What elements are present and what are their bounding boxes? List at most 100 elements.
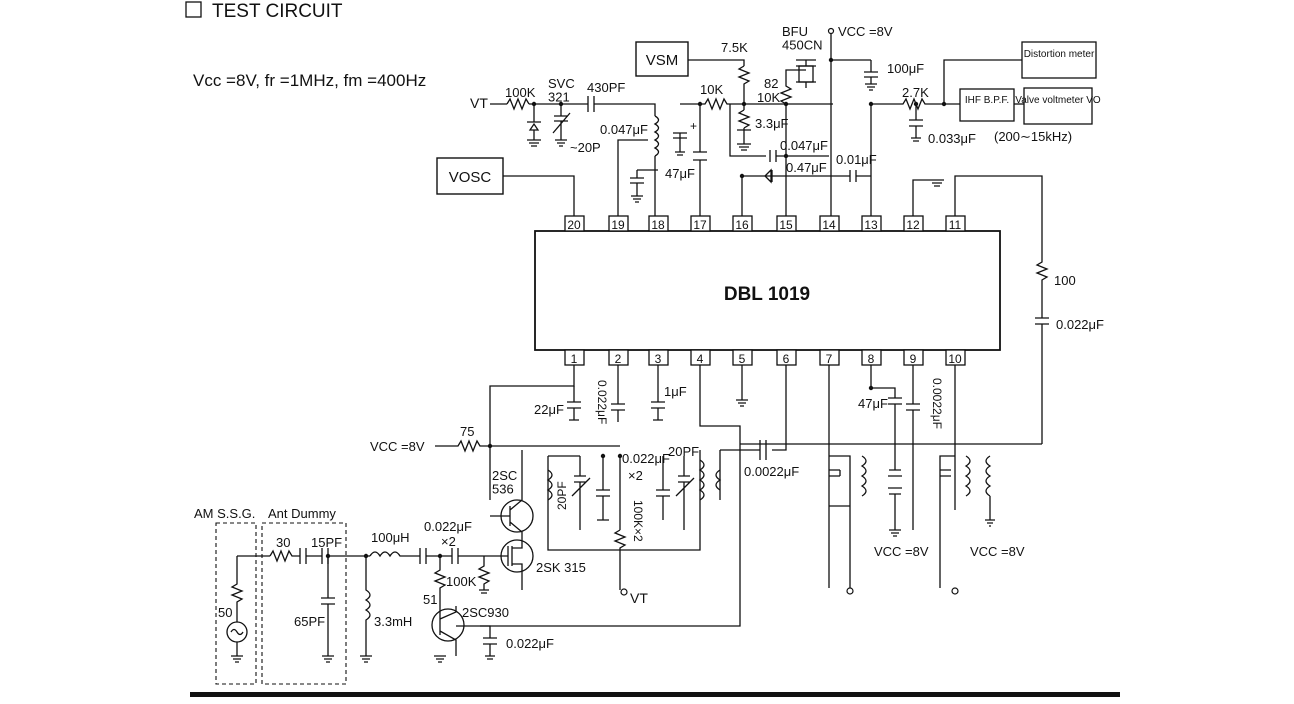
label-2-7k: 2.7K — [902, 85, 929, 100]
resistor-50 — [230, 556, 244, 622]
ground-icon — [889, 529, 901, 537]
resistor-2-7k — [870, 97, 960, 216]
vsm-box — [635, 41, 689, 77]
ant-dummy-chain — [269, 548, 370, 564]
cap-47uf-top — [673, 132, 687, 156]
label-0022-pin2: 0.022μF — [595, 380, 609, 424]
junction-dot — [558, 101, 564, 107]
am-ssg-box — [215, 522, 257, 685]
coil-mixer-c — [715, 469, 722, 491]
wire-pin20 — [503, 175, 575, 216]
pin-label: 3 — [655, 352, 662, 366]
junction-dot — [617, 453, 623, 459]
cap-47uf-17 — [693, 104, 707, 216]
label-100uf: 100μF — [887, 61, 924, 76]
label-047-c: 0.47μF — [786, 160, 827, 175]
pin-label: 6 — [783, 352, 790, 366]
pin-label: 5 — [739, 352, 746, 366]
wire-pin1 — [489, 365, 575, 500]
pin-label: 18 — [651, 218, 665, 232]
junction-dot — [600, 453, 606, 459]
cap-pin2 — [611, 365, 625, 422]
label-0022-right: 0.022μF — [1056, 317, 1104, 332]
pin-label: 12 — [906, 218, 920, 232]
ihf-bpf-label: IHF B.P.F. — [965, 95, 1009, 106]
label-0022-pin9: 0.0022μF — [930, 378, 944, 429]
resistor-10k-b — [737, 104, 751, 129]
bottom-rule — [190, 692, 1120, 697]
coil-osc — [653, 115, 660, 157]
junction-dot — [783, 153, 789, 159]
label-20pf-b: 20PF — [668, 444, 699, 459]
ic-body — [534, 230, 1001, 351]
transistor-2sc930-leads — [434, 606, 457, 663]
resistor-bias — [477, 556, 491, 594]
label-x2-a: ×2 — [628, 468, 643, 483]
pin-label: 15 — [779, 218, 793, 232]
cap-3-3uf — [737, 128, 751, 144]
ihf-bpf-box — [959, 88, 1015, 122]
pin-14 — [819, 215, 840, 232]
pin-label: 11 — [949, 218, 962, 232]
caps-ant-x2 — [419, 548, 490, 564]
junction-dot — [868, 385, 874, 391]
resistor-100k-top — [506, 97, 530, 111]
junction-dot — [325, 553, 331, 559]
label-0022-bot: 0.022μF — [506, 636, 554, 651]
pin-label: 20 — [567, 218, 581, 232]
junction-dot — [487, 443, 493, 449]
pin-label: 8 — [868, 352, 875, 366]
junction-dot — [941, 101, 947, 107]
cap-47uf-pin8 — [870, 365, 902, 420]
terminal-pin7 — [846, 587, 854, 595]
label-vcc-top: VCC =8V — [838, 24, 893, 39]
cap-100uf — [864, 60, 878, 91]
junction-dot — [739, 173, 745, 179]
wire-pin19 — [617, 139, 648, 216]
label-10k-b: 10K — [757, 90, 780, 105]
coil-mixer-a — [546, 469, 553, 501]
terminal-pin10 — [951, 587, 959, 595]
label-51: 51 — [423, 592, 437, 607]
label-50: 50 — [218, 605, 232, 620]
page-title: TEST CIRCUIT — [212, 1, 343, 22]
resistor-100k-bot — [433, 556, 447, 610]
bfu-plates — [796, 59, 816, 88]
label-ant-dummy: Ant Dummy — [268, 506, 336, 521]
title-checkbox-icon — [185, 1, 202, 18]
junction-dot — [531, 101, 537, 107]
label-430pf: 430PF — [587, 80, 625, 95]
wire-pin4 — [480, 365, 741, 627]
cap-22uf — [567, 386, 581, 421]
junction-dot — [741, 101, 747, 107]
cap-0033 — [909, 104, 923, 142]
trimmer-20p — [552, 104, 571, 140]
cap-65pf — [321, 556, 335, 663]
pin-label: 4 — [697, 352, 704, 366]
valve-voltmeter-box — [1023, 87, 1093, 125]
ground-icon — [985, 519, 995, 527]
label-10k-a: 10K — [700, 82, 723, 97]
junction-dot — [913, 101, 919, 107]
junction-dot — [828, 57, 834, 63]
pin-18 — [648, 215, 669, 232]
vcc-terminal-top — [827, 27, 835, 35]
cap-mid-a — [596, 456, 610, 521]
cap-mid-b — [656, 456, 670, 520]
wire-pin18 — [654, 156, 658, 216]
resistor-100kx2 — [613, 456, 627, 590]
junction-dot — [868, 101, 874, 107]
trimmer-b — [675, 456, 695, 530]
coil-pin10 — [964, 455, 992, 520]
ground-icon — [737, 143, 751, 151]
cap-pin6 — [720, 365, 787, 460]
trimmer-a — [571, 456, 591, 530]
sine-wave-icon — [230, 628, 244, 636]
label-30: 30 — [276, 535, 290, 550]
label-47uf-top: 47μF — [665, 166, 695, 181]
label-3-3mh: 3.3mH — [374, 614, 412, 629]
pin-label: 19 — [611, 218, 625, 232]
